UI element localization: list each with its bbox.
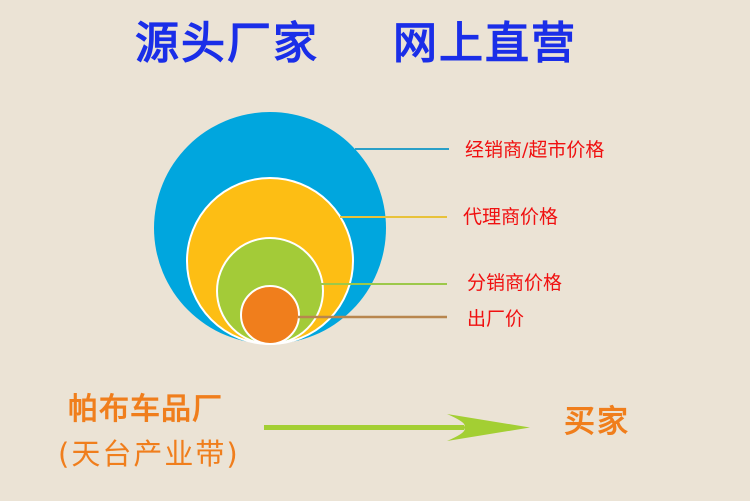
arrow-shaft: [264, 425, 464, 430]
title-online-direct: 网上直营: [393, 18, 577, 69]
label-distributor-supermarket-price: 经销商/超市价格: [465, 139, 605, 161]
title-source-factory: 源头厂家: [135, 18, 319, 69]
label-agent-price: 代理商价格: [463, 206, 559, 228]
label-reseller-price: 分销商价格: [467, 272, 563, 294]
buyer-label: 买家: [564, 404, 630, 440]
factory-name: 帕布车品厂: [68, 392, 223, 427]
leader-lines: [298, 148, 449, 319]
flow-arrow: [264, 414, 530, 441]
label-factory-price: 出厂价: [467, 308, 525, 330]
nested-circles: [154, 112, 386, 345]
circle-factory-price: [240, 285, 300, 345]
factory-location: (天台产业带): [58, 437, 240, 471]
arrow-head-icon: [447, 414, 530, 441]
